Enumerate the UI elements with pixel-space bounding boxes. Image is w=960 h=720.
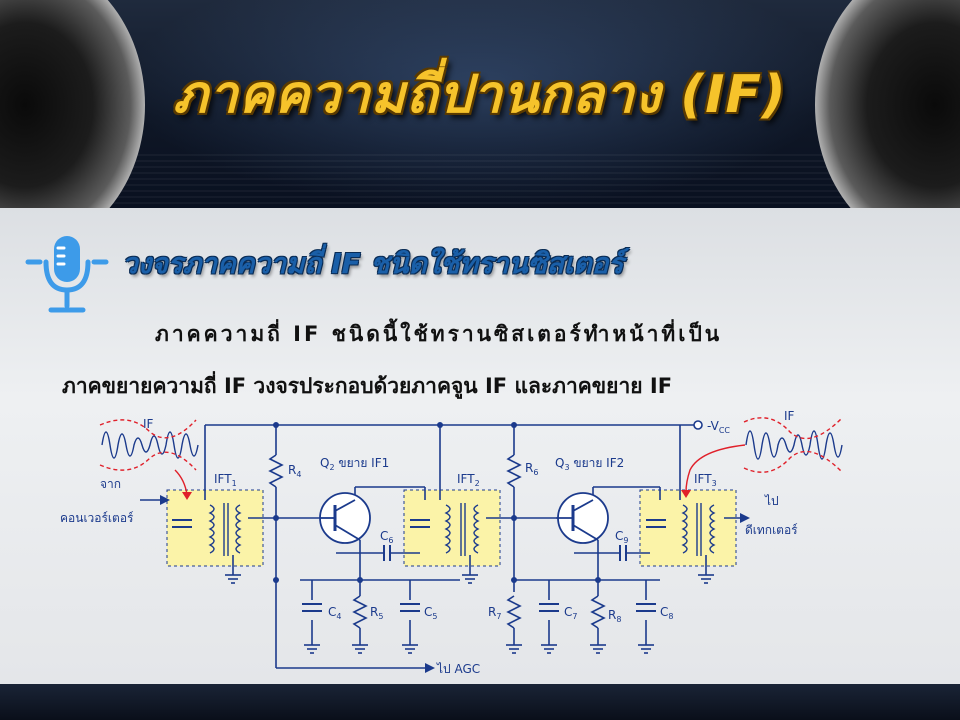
q2-label: Q2 ขยาย IF1 [320, 456, 389, 472]
c6-label: C6 [380, 529, 393, 545]
capacitors [172, 519, 666, 612]
input-arrowhead [160, 495, 170, 505]
paragraph-line-2: ภาคขยายความถี่ IF วงจรประกอบด้วยภาคจูน I… [62, 374, 673, 398]
output-signal-label: IF [784, 409, 795, 423]
section-subtitle: วงจรภาคความถี่ IF ชนิดใช้ทรานซิสเตอร์ [122, 247, 624, 280]
header-stripes [0, 150, 960, 210]
content-panel [0, 208, 960, 684]
header-banner [0, 0, 960, 210]
output-arrowhead [740, 513, 750, 523]
output-dest-line1: ไป [764, 494, 779, 508]
vcc-terminal [693, 420, 703, 430]
transistor-q2 [319, 492, 371, 544]
agc-arrowhead [425, 663, 435, 673]
c5-label: C5 [424, 605, 437, 621]
output-if-waveform [681, 417, 843, 498]
vcc-label: -VCC [707, 419, 730, 435]
r5-label: R5 [370, 605, 383, 621]
ift1-label: IFT1 [214, 472, 237, 488]
r8-label: R8 [608, 608, 621, 624]
paragraph-line-1: ภาคความถี่ IF ชนิดนี้ใช้ทรานซิสเตอร์ทำหน… [155, 322, 723, 346]
header-glow [120, 0, 840, 210]
c4-label: C4 [328, 605, 341, 621]
slide-title: ภาคความถี่ปานกลาง (IF) [173, 65, 787, 125]
q3-label: Q3 ขยาย IF2 [555, 456, 624, 472]
r6-label: R6 [525, 461, 538, 477]
microphone-icon [25, 236, 109, 313]
footer-bar [0, 684, 960, 720]
input-signal-label: IF [143, 417, 154, 431]
circuit-wires [140, 424, 745, 669]
input-source-line2: คอนเวอร์เตอร์ [60, 511, 134, 525]
ift2-label: IFT2 [457, 472, 480, 488]
r4-label: R4 [288, 463, 301, 479]
r7-label: R7 [488, 605, 501, 621]
junction-dots [273, 422, 601, 583]
ift3-label: IFT3 [694, 472, 717, 488]
output-dest-line2: ดีเทกเตอร์ [745, 523, 798, 537]
transformer-coils [208, 503, 716, 556]
if-amplifier-circuit-diagram: IF IF จาก คอนเวอร์เตอร์ ไป ดีเทกเตอร์ ไป… [60, 409, 843, 676]
c9-label: C9 [615, 529, 628, 545]
transistor-q3 [556, 492, 609, 544]
input-source-line1: จาก [100, 477, 121, 491]
agc-label: ไป AGC [436, 662, 480, 676]
c7-label: C7 [564, 605, 577, 621]
c8-label: C8 [660, 605, 673, 621]
ground-symbols [225, 574, 714, 654]
input-if-waveform [99, 419, 199, 500]
